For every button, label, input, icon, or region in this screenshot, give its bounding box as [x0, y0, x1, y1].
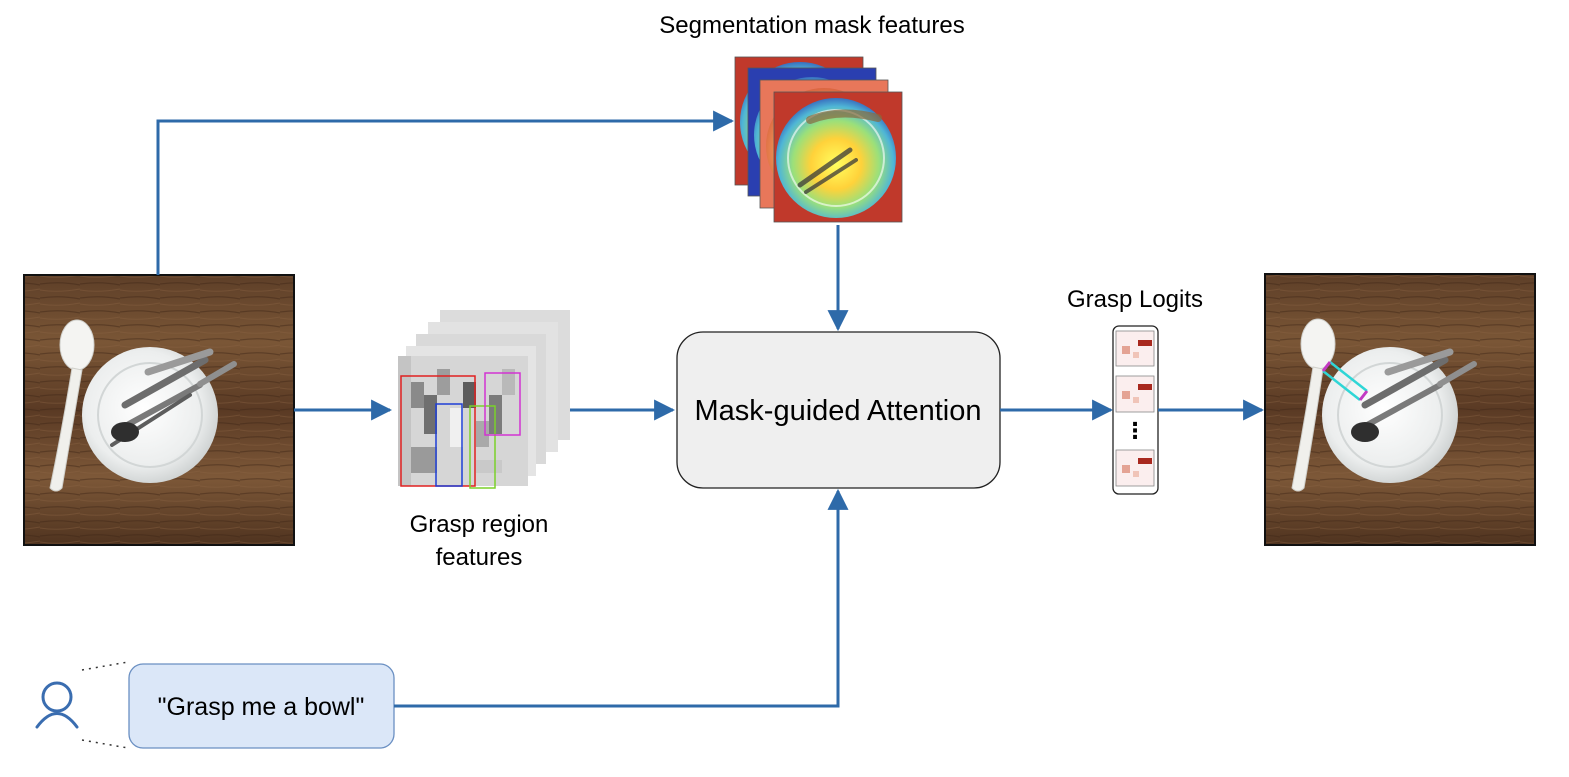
speech-dots-top — [81, 661, 129, 671]
logits-ellipsis: ⋮ — [1124, 418, 1146, 443]
user-icon — [35, 681, 79, 729]
logit-map-1 — [1115, 330, 1155, 367]
segmentation-map-4 — [773, 91, 903, 223]
prompt-bubble: "Grasp me a bowl" — [128, 663, 395, 749]
grasp-region-feature-stack — [398, 310, 570, 489]
arrow-image-to-segmentation — [156, 110, 735, 275]
arrow-prompt-to-attention — [394, 488, 849, 708]
logit-map-3 — [1115, 449, 1155, 487]
speech-dots-bottom — [81, 739, 129, 749]
spoon-icon — [49, 319, 95, 492]
grasp-feature-map-front — [398, 356, 528, 489]
grasp-box-blue — [435, 403, 463, 487]
output-image — [1264, 273, 1536, 546]
fork-icon — [1361, 356, 1449, 409]
predicted-grasp-rectangle — [1321, 361, 1369, 401]
input-image — [23, 274, 295, 546]
spoon-icon — [1300, 318, 1336, 370]
grasp-box-green — [469, 405, 496, 489]
grasp-logits-label: Grasp Logits — [1067, 286, 1203, 313]
arrows — [156, 110, 1265, 708]
segmentation-feature-stack — [734, 56, 903, 223]
grasp-logits-column: ⋮ — [1112, 325, 1159, 495]
segmentation-label: Segmentation mask features — [659, 12, 965, 39]
prompt-text: "Grasp me a bowl" — [158, 693, 365, 721]
knife-icon — [144, 348, 237, 387]
fork-icon — [110, 356, 209, 447]
grasp-region-label-line1: Grasp region — [410, 511, 549, 538]
attention-label: Mask-guided Attention — [695, 395, 982, 427]
attention-block: Mask-guided Attention — [676, 331, 1001, 489]
grasp-region-label-line2: features — [436, 544, 523, 571]
knife-icon — [1384, 348, 1454, 376]
grasp-box-magenta — [484, 372, 521, 436]
logit-map-2 — [1115, 375, 1155, 413]
